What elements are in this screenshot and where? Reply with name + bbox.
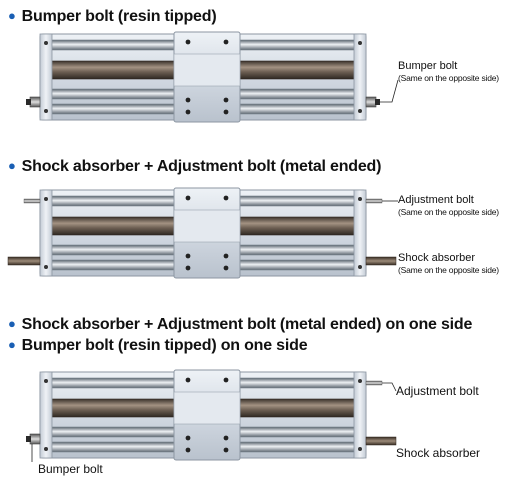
section-3-heading-a: ● Shock absorber + Adjustment bolt (metal…: [8, 316, 472, 334]
section-3-heading-b: ● Bumper bolt (resin tipped) on one side: [8, 337, 308, 355]
callout-shock-absorber-3: Shock absorber: [396, 446, 480, 460]
callout-sub: (Same on the opposite side): [398, 265, 499, 275]
bullet-icon: ●: [8, 316, 16, 331]
bullet-icon: ●: [8, 8, 16, 23]
cylinder-unit-1: [26, 31, 399, 123]
callout-main: Shock absorber: [398, 252, 476, 264]
callout-adjustment-bolt-3: Adjustment bolt: [396, 384, 479, 398]
callout-main: Shock absorber: [396, 446, 481, 460]
callout-bumper-bolt-3: Bumper bolt: [38, 462, 103, 476]
callout-sub: (Same on the opposite side): [398, 207, 499, 217]
heading-text: Shock absorber + Adjustment bolt (metal …: [21, 316, 473, 333]
callout-sub: (Same on the opposite side): [398, 73, 499, 83]
heading-text: Bumper bolt (resin tipped): [21, 8, 217, 25]
section-1-heading: ● Bumper bolt (resin tipped): [8, 8, 217, 26]
callout-main: Adjustment bolt: [398, 194, 474, 206]
callout-main: Adjustment bolt: [396, 384, 479, 398]
callout-adjustment-bolt-2: Adjustment bolt (Same on the opposite si…: [398, 194, 499, 218]
callout-main: Bumper bolt: [398, 60, 458, 72]
callout-main: Bumper bolt: [38, 462, 103, 476]
callout-bumper-bolt-1: Bumper bolt (Same on the opposite side): [398, 60, 499, 84]
section-2-heading: ● Shock absorber + Adjustment bolt (metal…: [8, 158, 381, 176]
heading-text: Shock absorber + Adjustment bolt (metal …: [21, 158, 382, 175]
bullet-icon: ●: [8, 337, 16, 352]
bullet-icon: ●: [8, 158, 16, 173]
callout-shock-absorber-2: Shock absorber (Same on the opposite sid…: [398, 252, 499, 276]
heading-text: Bumper bolt (resin tipped) on one side: [21, 337, 308, 354]
cylinder-unit-3: [26, 369, 397, 462]
cylinder-unit-2: [7, 187, 398, 279]
